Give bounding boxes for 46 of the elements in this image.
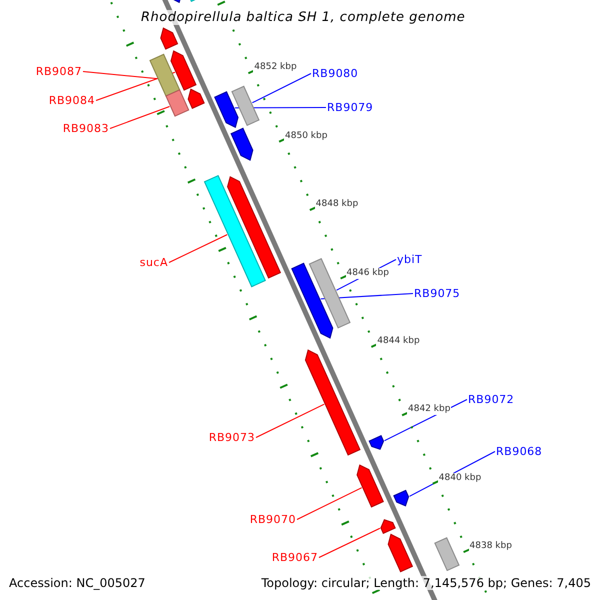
leader-line xyxy=(110,106,170,129)
leader-line xyxy=(256,404,325,438)
gene-feature xyxy=(230,128,254,161)
gene-feature xyxy=(368,435,384,450)
gene-feature xyxy=(227,176,282,279)
gene-feature xyxy=(434,537,460,572)
scale-label: 4850 kbp xyxy=(284,130,328,142)
gene-feature xyxy=(165,89,190,117)
gene-label: RB9073 xyxy=(208,432,255,443)
gene-feature xyxy=(149,54,180,97)
gene-feature xyxy=(204,174,266,288)
leader-line xyxy=(82,71,158,80)
gene-feature xyxy=(388,534,414,572)
gene-feature xyxy=(356,464,384,508)
scale-label: 4840 kbp xyxy=(438,472,482,484)
gene-label: RB9079 xyxy=(327,102,374,113)
gene-label: RB9087 xyxy=(36,66,82,77)
gene-label: ybiT xyxy=(397,254,422,265)
leader-line xyxy=(318,528,380,558)
gene-feature xyxy=(304,349,361,456)
scale-label: 4838 kbp xyxy=(468,541,513,552)
gene-label: RB9075 xyxy=(414,288,460,299)
scale-label: 4852 kbp xyxy=(253,62,298,74)
scale-label: 4844 kbp xyxy=(376,336,421,347)
gene-feature xyxy=(170,50,197,91)
gene-feature xyxy=(214,91,239,128)
leader-line xyxy=(168,234,228,263)
scale-label: 4842 kbp xyxy=(407,404,452,416)
gene-label: RB9068 xyxy=(496,446,542,457)
gene-label: RB9080 xyxy=(312,68,358,79)
gene-feature xyxy=(160,27,178,50)
gene-label: RB9072 xyxy=(468,394,514,405)
gene-label: RB9083 xyxy=(62,123,109,134)
gene-label: RB9067 xyxy=(272,552,318,563)
gene-label: RB9084 xyxy=(48,95,95,106)
gene-label: RB9070 xyxy=(250,514,296,525)
gene-feature xyxy=(188,88,205,109)
scale-label: 4846 kbp xyxy=(346,268,390,279)
gene-feature xyxy=(380,519,396,534)
gene-feature xyxy=(231,86,260,126)
leader-line xyxy=(252,73,312,104)
scale-label: 4848 kbp xyxy=(314,199,360,210)
gene-feature xyxy=(393,490,410,507)
leader-line xyxy=(296,487,362,520)
gene-feature xyxy=(291,262,334,339)
gene-label: sucA xyxy=(140,257,168,268)
